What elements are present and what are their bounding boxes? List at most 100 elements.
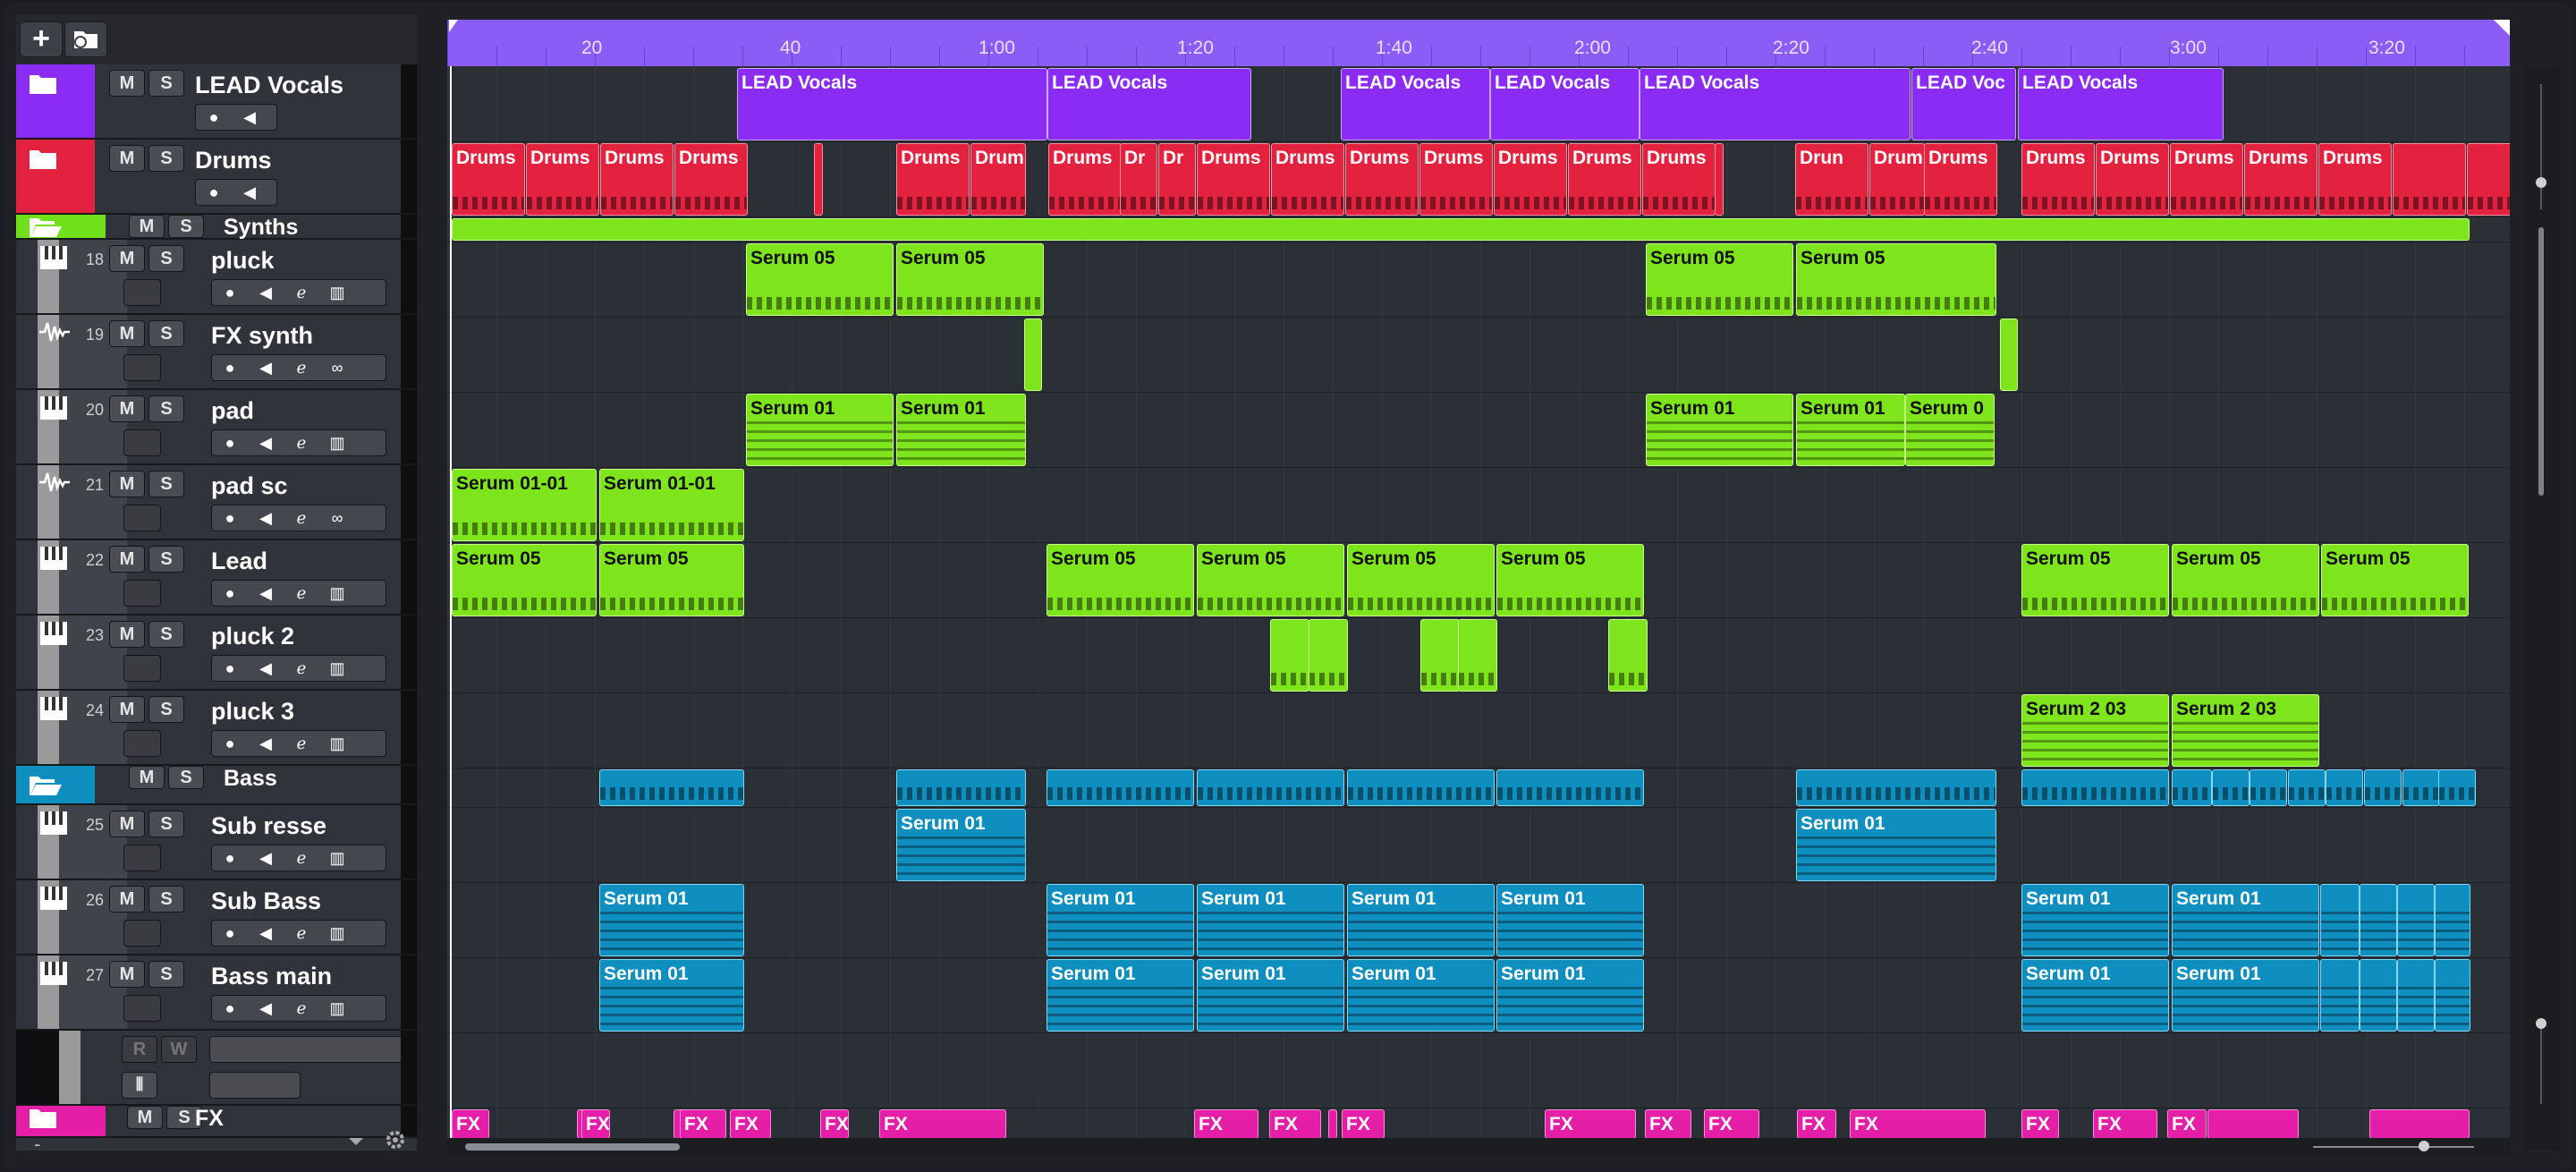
clip[interactable]: Drums [1869, 143, 1925, 216]
track-state-box[interactable] [123, 279, 161, 306]
solo-button[interactable]: S [148, 811, 184, 837]
solo-button[interactable]: S [148, 696, 184, 723]
clip[interactable]: FX [2167, 1109, 2207, 1139]
mute-button[interactable]: M [109, 70, 145, 97]
clip[interactable] [2172, 769, 2212, 806]
vertical-scrollbar[interactable] [2524, 66, 2560, 1151]
solo-button[interactable]: S [168, 766, 204, 789]
chevron-down-icon[interactable] [347, 1136, 365, 1147]
clip[interactable]: Serum 05 [1347, 544, 1495, 616]
clip[interactable] [1608, 619, 1648, 692]
clip[interactable]: Drums [600, 143, 674, 216]
mute-button[interactable]: M [109, 471, 145, 497]
clip[interactable]: FX [730, 1109, 771, 1139]
track-name[interactable]: Sub Bass [211, 887, 322, 914]
clip[interactable]: LEAD Vocals [1341, 68, 1490, 140]
clip[interactable]: Serum 05 [746, 243, 894, 316]
record-icon[interactable]: ● [225, 735, 235, 752]
monitor-icon[interactable]: ◀ [259, 359, 272, 377]
clip[interactable] [2000, 318, 2018, 391]
monitor-icon[interactable]: ◀ [259, 509, 272, 527]
track-state-box[interactable] [123, 580, 161, 607]
clip[interactable]: Drums [1271, 143, 1344, 216]
solo-button[interactable]: S [148, 961, 184, 988]
clip[interactable]: Serum 01 [599, 884, 744, 956]
instrument-icon[interactable]: ▥ [329, 659, 345, 677]
clip[interactable] [2438, 769, 2476, 806]
clip[interactable]: Serum 05 [599, 544, 744, 616]
clip[interactable]: Serum 05 [1796, 243, 1996, 316]
track-state-box[interactable] [123, 505, 161, 531]
clip[interactable] [2369, 1109, 2470, 1139]
write-button[interactable]: W [161, 1036, 197, 1063]
record-icon[interactable]: ● [225, 999, 235, 1017]
clip[interactable]: Dr [1120, 143, 1157, 216]
mute-button[interactable]: M [109, 546, 145, 573]
automation-param-select[interactable] [209, 1036, 413, 1063]
footer-minus[interactable]: - [34, 1133, 41, 1155]
clip[interactable] [1715, 143, 1724, 216]
mute-button[interactable]: M [109, 621, 145, 648]
clip[interactable]: Serum 01 [896, 809, 1026, 881]
clip[interactable] [2212, 769, 2250, 806]
clip[interactable]: Drums [1924, 143, 1997, 216]
clip[interactable]: Serum 01 [599, 959, 744, 1032]
clip[interactable] [452, 218, 2470, 241]
clip[interactable]: Drums [1048, 143, 1122, 216]
edit-icon[interactable]: ℯ [296, 999, 307, 1017]
playhead-marker[interactable] [449, 20, 458, 32]
instrument-icon[interactable]: ▥ [329, 999, 345, 1017]
mute-button[interactable]: M [109, 886, 145, 913]
clip[interactable] [2435, 959, 2470, 1032]
edit-icon[interactable]: ℯ [296, 434, 307, 452]
track-state-box[interactable] [123, 845, 161, 871]
solo-button[interactable]: S [148, 70, 184, 97]
instrument-icon[interactable]: ▥ [329, 849, 345, 867]
track-state-box[interactable] [123, 920, 161, 947]
clip[interactable]: Serum 01 [1496, 884, 1644, 956]
horizontal-scrollbar[interactable] [447, 1138, 2510, 1156]
clip[interactable]: FX [1342, 1109, 1385, 1139]
clip[interactable]: Serum 05 [896, 243, 1044, 316]
link-icon[interactable]: ∞ [331, 509, 343, 527]
end-marker[interactable] [2494, 20, 2510, 36]
monitor-icon[interactable]: ◀ [259, 999, 272, 1017]
mute-button[interactable]: M [109, 320, 145, 347]
clip[interactable] [2250, 769, 2287, 806]
monitor-icon[interactable]: ◀ [259, 284, 272, 301]
clip[interactable]: Drums [1494, 143, 1567, 216]
clip[interactable] [2360, 884, 2397, 956]
clip[interactable]: Serum 01 [1197, 959, 1344, 1032]
clip[interactable]: Drums [2021, 143, 2095, 216]
clip[interactable]: Drun [1795, 143, 1868, 216]
clip[interactable]: Drums [2170, 143, 2243, 216]
clip[interactable]: Serum 01 [896, 394, 1026, 466]
track-name[interactable]: Drums [195, 147, 272, 174]
clip[interactable]: FX [1797, 1109, 1836, 1139]
record-icon[interactable]: ● [225, 509, 235, 527]
track-state-box[interactable] [123, 354, 161, 381]
monitor-icon[interactable]: ◀ [259, 924, 272, 942]
clip[interactable]: FX [1850, 1109, 1986, 1139]
clip[interactable]: FX [1545, 1109, 1636, 1139]
clip[interactable]: Drums [2318, 143, 2392, 216]
mute-button[interactable]: M [109, 245, 145, 272]
track-name[interactable]: pluck 2 [211, 623, 295, 650]
clip[interactable]: Drums [674, 143, 748, 216]
track-name[interactable]: pad [211, 397, 255, 424]
clip[interactable]: Serum 01 [2172, 959, 2319, 1032]
clip[interactable]: Serum 01 [1347, 959, 1495, 1032]
clip[interactable]: Drums [452, 143, 525, 216]
clip[interactable]: Drum [970, 143, 1026, 216]
clip[interactable]: Serum 05 [1496, 544, 1644, 616]
clip[interactable]: Serum 05 [452, 544, 597, 616]
mute-button[interactable]: M [109, 145, 145, 172]
clip[interactable] [599, 769, 744, 806]
clip[interactable] [2021, 769, 2169, 806]
clip[interactable] [1024, 318, 1042, 391]
